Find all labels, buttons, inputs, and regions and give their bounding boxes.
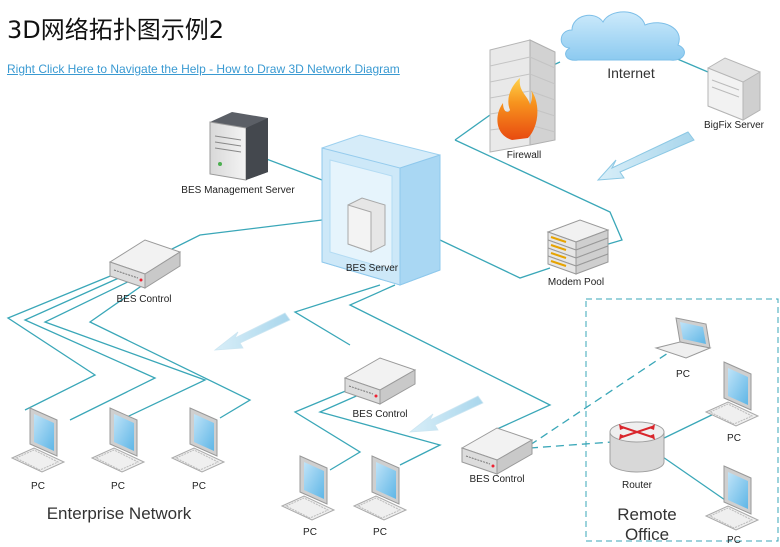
pc-icon	[352, 455, 408, 521]
pc-icon	[280, 455, 336, 521]
switch-icon	[343, 357, 417, 405]
diagram-title: 3D网络拓扑图示例2	[7, 16, 225, 44]
switch-icon	[460, 427, 534, 475]
enterprise-network-label: Enterprise Network	[47, 504, 192, 523]
router-label: Router	[622, 480, 653, 491]
bes-management-label: BES Management Server	[181, 185, 295, 196]
bes-control-label: BES Control	[352, 409, 407, 420]
laptop-icon	[654, 317, 712, 359]
pc-icon	[704, 361, 760, 427]
internet-label: Internet	[607, 65, 655, 81]
tower-server-icon	[209, 112, 268, 181]
remote-office-label-line1: Remote	[617, 505, 677, 524]
pc-label: PC	[303, 527, 317, 538]
flow-arrow-icon	[408, 395, 484, 433]
cloud-icon	[560, 11, 685, 61]
bigfix-server-icon	[707, 57, 761, 121]
flow-arrow-icon	[596, 131, 695, 181]
remote-office-box	[585, 298, 779, 542]
bes-control-label: BES Control	[116, 294, 171, 305]
bes-server-cabinet-icon	[321, 134, 441, 286]
pc-label: PC	[192, 481, 206, 492]
pc-icon	[10, 407, 66, 473]
firewall-label: Firewall	[507, 150, 541, 161]
pc-label: PC	[31, 481, 45, 492]
help-link[interactable]: Right Click Here to Navigate the Help - …	[7, 62, 400, 76]
pc-label: PC	[373, 527, 387, 538]
router-icon	[609, 421, 665, 473]
firewall-icon	[489, 39, 556, 153]
pc-label: PC	[727, 433, 741, 444]
pc-label: PC	[727, 535, 741, 546]
pc-label: PC	[111, 481, 125, 492]
pc-icon	[90, 407, 146, 473]
pc-label: PC	[676, 369, 690, 380]
bes-server-label: BES Server	[346, 263, 399, 274]
pc-icon	[170, 407, 226, 473]
remote-office-label-line2: Office	[625, 525, 669, 544]
pc-icon	[704, 465, 760, 531]
modem-pool-label: Modem Pool	[548, 277, 604, 288]
switch-icon	[108, 239, 182, 289]
modem-pool-icon	[546, 219, 610, 275]
flow-arrow-icon	[213, 312, 291, 351]
bes-control-label: BES Control	[469, 474, 524, 485]
bigfix-label: BigFix Server	[704, 120, 765, 131]
